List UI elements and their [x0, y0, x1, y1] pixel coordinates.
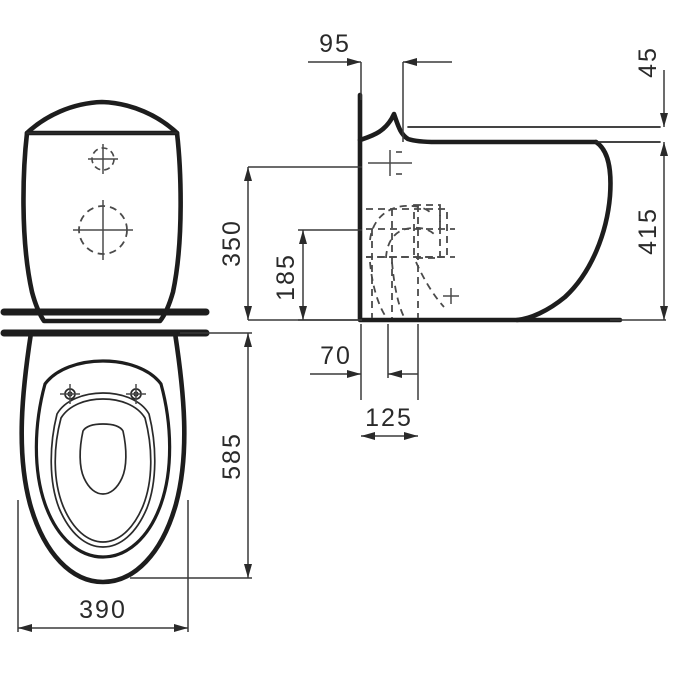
waste-outlet-center-cross: [443, 288, 459, 304]
trap-curve-outer: [369, 204, 433, 241]
seat-ring-outer: [34, 359, 172, 559]
upper-fixing-hole-centermark: [88, 144, 118, 174]
left-seat-fixing-hole: [60, 384, 80, 404]
dimension-415: 415: [610, 142, 668, 321]
bowl-aperture-outer: [50, 392, 156, 548]
trap-drop-mid: [391, 261, 405, 318]
dimension-390-label: 390: [79, 596, 127, 624]
water-inlet-center-mark: [368, 150, 412, 176]
trap-drop-left: [369, 261, 387, 318]
dimension-185: 185: [272, 229, 362, 321]
dimension-350: 350: [218, 166, 362, 321]
dimension-585-label: 585: [218, 432, 246, 480]
dimension-185-label: 185: [272, 253, 300, 301]
dimension-45-label: 45: [634, 46, 662, 78]
trap-curve-inner: [385, 226, 435, 259]
dimension-95-label: 95: [319, 30, 351, 58]
dimension-70-label: 70: [320, 342, 352, 370]
trap-drop-right: [415, 261, 445, 308]
right-seat-fixing-hole: [126, 384, 146, 404]
bowl-seat-plan-view: [19, 330, 187, 585]
dimension-585: 585: [130, 332, 252, 579]
side-section-view: [357, 92, 661, 323]
dimension-390: 390: [17, 500, 189, 632]
cistern-front-view: [21, 99, 183, 324]
bowl-front-face: [514, 139, 613, 323]
dimension-95: 95: [308, 30, 452, 142]
dimension-125: 125: [361, 404, 418, 440]
outlet-trap-hidden-detail: [366, 204, 459, 318]
dimension-125-label: 125: [365, 404, 413, 432]
bowl-aperture-inner: [54, 398, 152, 543]
dimension-350-label: 350: [218, 219, 246, 267]
lower-inlet-hole-centermark: [73, 200, 133, 260]
cistern-body-outline: [21, 130, 183, 324]
bowl-top-profile: [357, 111, 599, 145]
trap-box-inner: [413, 204, 441, 259]
cistern-lid-outline: [24, 99, 180, 136]
water-spot-outline: [79, 423, 127, 495]
dimension-415-label: 415: [634, 207, 662, 255]
trap-box-outer: [366, 208, 448, 258]
dimension-45: 45: [634, 46, 668, 127]
seat-outer-outline: [19, 330, 187, 585]
dimension-70: 70: [310, 324, 419, 400]
